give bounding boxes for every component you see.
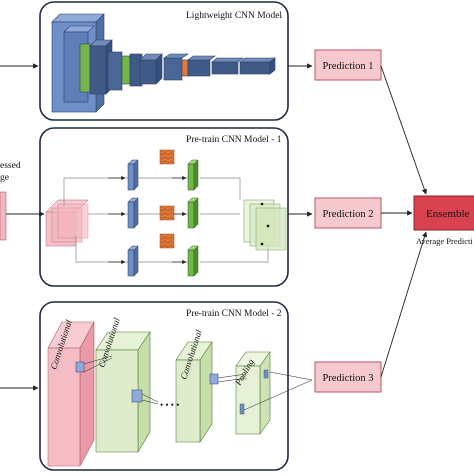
- pool-block-1: [159, 149, 175, 165]
- conv-layer-block: [89, 45, 107, 95]
- prediction-2-box: [314, 197, 382, 229]
- ensemble-input-arrows: [380, 65, 428, 378]
- concat-stack: [243, 199, 287, 251]
- input-image-block: [0, 191, 7, 241]
- branch3-conv-block: [127, 249, 135, 277]
- ensemble-node: Ensemble Average Predicti: [413, 195, 474, 246]
- lightweight-panel-title: Lightweight CNN Model: [186, 11, 282, 21]
- branch-green-layers: [187, 159, 199, 277]
- conv-layer-block: [79, 43, 91, 93]
- input-label-line2: ge: [0, 173, 9, 183]
- conv-slab-1: [47, 321, 95, 467]
- panel-output-arrows: [288, 63, 313, 217]
- branch3-green-block: [187, 249, 195, 277]
- ensemble-caption: Average Predicti: [416, 236, 473, 246]
- conv-layer-block: [107, 51, 123, 91]
- ensemble-box: [413, 195, 474, 231]
- ensemble-label: Ensemble: [426, 208, 469, 220]
- conv-layer-block: [181, 59, 189, 77]
- fc-layer-block: [211, 61, 239, 75]
- inception-input-stack: [45, 199, 89, 247]
- branch1-green-block: [187, 163, 195, 191]
- prediction-boxes: Prediction 1 Prediction 2 Prediction 3: [314, 49, 382, 393]
- prediction-1-box: [314, 49, 382, 81]
- pooling-slab: [235, 351, 271, 435]
- lightweight-cnn-panel: Lightweight CNN Model: [39, 1, 289, 121]
- conv-slab-3: [175, 341, 213, 443]
- branch-arrows: [108, 175, 187, 265]
- input-label-line1: essed: [0, 161, 21, 171]
- conv-layer-block: [187, 59, 211, 77]
- prediction-3-label: Prediction 3: [322, 373, 373, 384]
- pretrain-cnn1-panel: Pre-train CNN Model - 1: [39, 127, 289, 287]
- branch2-conv-block: [127, 201, 135, 229]
- branch1-conv-block: [127, 163, 135, 191]
- conv-layer-block: [121, 55, 131, 85]
- branch-blue-layers: [127, 159, 139, 277]
- prediction-1-label: Prediction 1: [322, 61, 373, 72]
- pooling-blocks: [159, 149, 175, 249]
- prediction-2-label: Prediction 2: [322, 209, 373, 220]
- kernel-projections: [75, 355, 313, 411]
- pool-block-3: [159, 233, 175, 249]
- pool-block-2: [159, 205, 175, 221]
- input-image-area: essed ge: [0, 161, 21, 241]
- conv-slab-2: [95, 331, 151, 454]
- pretrain2-panel-title: Pre-train CNN Model - 2: [186, 309, 282, 319]
- conv-layer-block: [139, 59, 157, 85]
- pretrain1-panel-title: Pre-train CNN Model - 1: [186, 135, 282, 145]
- pretrain2-ellipsis: • • • •: [160, 400, 179, 410]
- pretrain-cnn2-panel: Pre-train CNN Model - 2: [39, 301, 313, 471]
- fc-layer-block: [239, 61, 271, 75]
- branch2-green-block: [187, 201, 195, 229]
- input-arrows: [0, 63, 45, 391]
- conv-layer-block: [163, 57, 183, 81]
- lightweight-layer-stack: [51, 13, 276, 113]
